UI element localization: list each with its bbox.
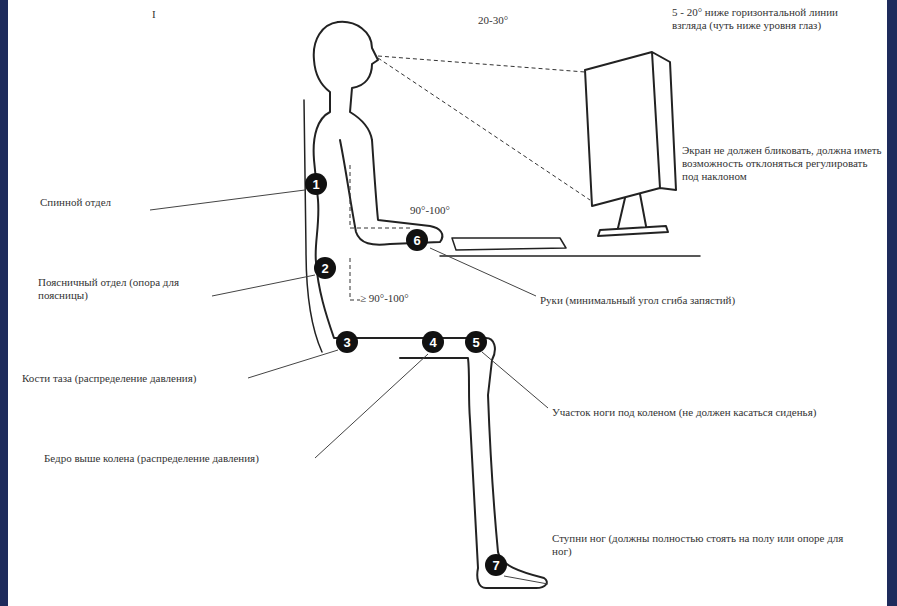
chair-back — [304, 100, 322, 352]
callout-number: 4 — [429, 335, 436, 350]
label-text: Участок ноги под коленом (не должен каса… — [552, 406, 816, 418]
callout-number: 7 — [492, 558, 499, 573]
label-text: Поясничный отдел (опора для поясницы) — [38, 276, 179, 301]
leader-line — [504, 576, 548, 584]
label-text: ≥ 90°-100° — [360, 292, 409, 304]
callout-circle: 4 — [422, 331, 444, 353]
callout-circle: 6 — [406, 229, 428, 251]
label-text: I — [152, 8, 156, 20]
sight-line — [378, 58, 590, 200]
callout-circle: 1 — [305, 173, 327, 195]
annotation-label: Ступни ног (должны полностью стоять на п… — [552, 532, 852, 558]
label-text: Спинной отдел — [40, 196, 111, 208]
leader-line — [430, 248, 536, 296]
callout-circle: 5 — [465, 331, 487, 353]
leader-line — [150, 190, 305, 210]
annotation-label: 20-30° — [478, 14, 538, 27]
label-text: Ступни ног (должны полностью стоять на п… — [552, 532, 843, 557]
leader-line — [482, 352, 548, 408]
monitor-stand — [598, 194, 668, 236]
annotation-label: ≥ 90°-100° — [360, 292, 440, 305]
keyboard — [452, 238, 566, 250]
label-text: Руки (минимальный угол сгиба запястий) — [540, 294, 735, 306]
person-arm — [340, 140, 442, 245]
desk — [440, 255, 700, 257]
leader-line — [315, 354, 428, 458]
label-text: Кости таза (распределение давления) — [22, 372, 196, 384]
annotation-label: Руки (минимальный угол сгиба запястий) — [540, 294, 760, 307]
annotation-label: Участок ноги под коленом (не должен каса… — [552, 406, 832, 419]
person-face — [338, 22, 378, 140]
label-text: Бедро выше колена (распределение давлени… — [44, 452, 259, 464]
callout-number: 5 — [472, 335, 479, 350]
label-text: 20-30° — [478, 14, 508, 26]
annotation-label: Поясничный отдел (опора для поясницы) — [38, 276, 216, 302]
monitor — [585, 52, 676, 206]
callout-circle: 3 — [336, 331, 358, 353]
annotation-label: Бедро выше колена (распределение давлени… — [44, 452, 314, 465]
annotation-label: 90°-100° — [410, 204, 480, 217]
annotation-label: Спинной отдел — [40, 196, 160, 209]
callout-number: 6 — [413, 233, 420, 248]
callout-circle: 7 — [485, 554, 507, 576]
annotation-label: Экран не должен бликовать, должна иметь … — [682, 144, 882, 183]
label-text: 90°-100° — [410, 204, 450, 216]
callout-circle: 2 — [314, 257, 336, 279]
callout-number: 2 — [321, 261, 328, 276]
callout-number: 3 — [343, 335, 350, 350]
annotation-label: Кости таза (распределение давления) — [22, 372, 247, 385]
label-text: 5 - 20° ниже горизонтальной линии взгляд… — [672, 6, 838, 31]
annotation-label: I — [152, 8, 172, 21]
annotation-label: 5 - 20° ниже горизонтальной линии взгляд… — [672, 6, 872, 32]
label-text: Экран не должен бликовать, должна иметь … — [682, 144, 882, 182]
leader-line — [248, 350, 338, 378]
callout-number: 1 — [312, 177, 319, 192]
leader-line — [212, 275, 315, 296]
slide-panel — [8, 0, 887, 606]
person-outline — [314, 22, 547, 588]
elbow-angle — [350, 165, 410, 228]
sight-line — [378, 56, 585, 72]
